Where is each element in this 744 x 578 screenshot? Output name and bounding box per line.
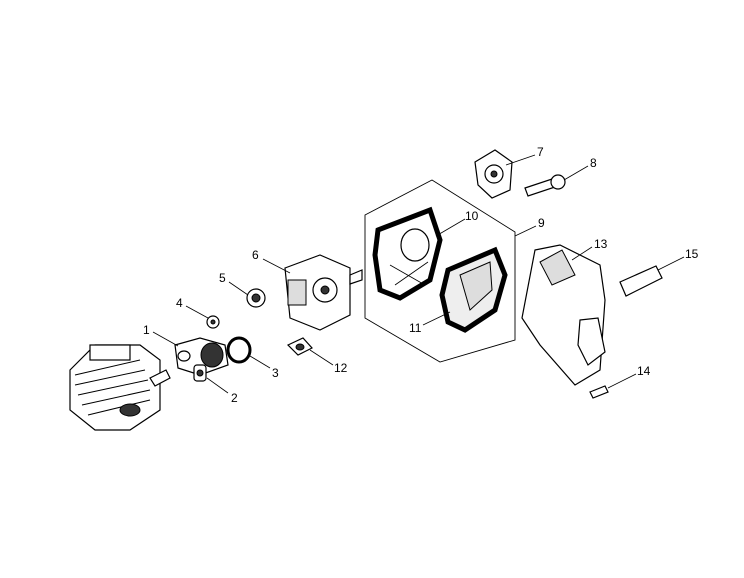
air-filter-part [439, 246, 508, 333]
nut-part [206, 315, 220, 329]
callout-12: 12 [334, 361, 348, 375]
callout-10: 10 [465, 209, 479, 223]
callout-1: 1 [143, 323, 150, 337]
callout-11: 11 [409, 321, 422, 335]
carburetor-part [284, 254, 363, 331]
screw-part [589, 385, 609, 399]
cylinder-part [69, 344, 171, 431]
callout-14: 14 [637, 364, 651, 378]
callout-6: 6 [252, 248, 259, 262]
callout-3: 3 [272, 366, 279, 380]
callout-5: 5 [219, 271, 226, 285]
leader-lines [152, 154, 685, 394]
spacer-part [246, 288, 266, 308]
sleeve-bolt-part [524, 174, 566, 197]
gasket-part [286, 337, 313, 356]
cylinder-cover-part [521, 244, 606, 386]
decal-part [619, 265, 663, 297]
filter-kit-outline [364, 179, 516, 363]
callout-7: 7 [537, 145, 544, 159]
flange-part [474, 149, 513, 199]
intake-manifold-part [174, 337, 229, 376]
air-filter-frame-part [372, 206, 443, 301]
callout-13: 13 [594, 237, 608, 251]
callout-2: 2 [231, 391, 238, 405]
bolt-part [193, 364, 207, 382]
o-ring-part [226, 336, 252, 364]
callout-9: 9 [538, 216, 545, 230]
callout-15: 15 [685, 247, 699, 261]
callout-8: 8 [590, 156, 597, 170]
callout-4: 4 [176, 296, 183, 310]
